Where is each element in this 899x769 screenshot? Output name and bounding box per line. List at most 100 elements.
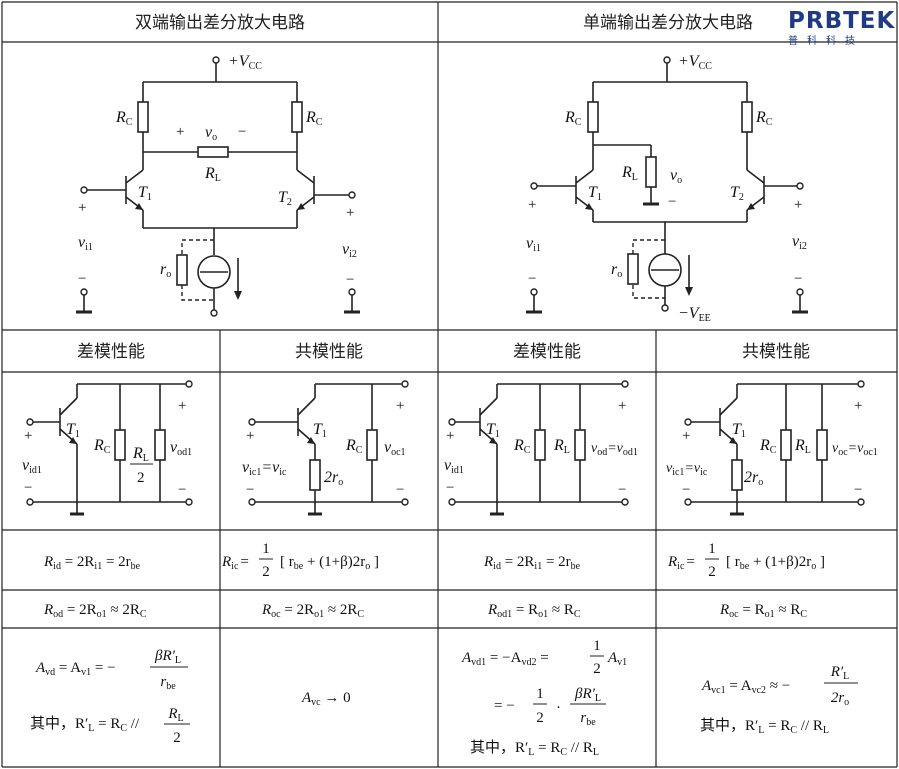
svg-text:R′L: R′L [830, 664, 850, 682]
t1-label: T1 [138, 184, 152, 203]
svg-text:= −: = − [494, 698, 515, 714]
svg-text:2: 2 [137, 470, 145, 486]
header-common-mode-a: 共模性能 [295, 342, 363, 362]
rc-left-label-b: RC [564, 109, 582, 128]
svg-text:Avd = Av1 = −: Avd = Av1 = − [35, 660, 116, 678]
vi1-terminal [80, 186, 88, 194]
vo-minus-b: − [668, 194, 676, 210]
header-double-ended: 双端输出差分放大电路 [135, 13, 305, 33]
rl-resistor-b [645, 156, 657, 188]
svg-text:RL: RL [794, 437, 811, 456]
svg-text:+: + [618, 398, 626, 414]
formula-avd-double: Avd = Av1 = − βR′L rbe 其中，R′L = RC // RL… [30, 648, 190, 746]
svg-text:vic1=vic: vic1=vic [666, 461, 708, 478]
t1-label-s1: T1 [66, 421, 80, 440]
circuit-common-mode-double: T1 + vic1=vic − 2ro RC voc1 + − [242, 380, 409, 516]
svg-text:T1: T1 [313, 421, 327, 440]
svg-text:RC: RC [93, 437, 111, 456]
vi1-minus-b: − [528, 271, 536, 287]
formula-ric-single: Ric= 1 2 [ rbe + (1+β)2ro ] [667, 541, 825, 580]
vee-terminal [661, 304, 669, 312]
t2-label-b: T2 [730, 184, 744, 203]
svg-text:2ro: 2ro [744, 469, 763, 488]
svg-text:−: − [24, 480, 32, 496]
svg-text:T1: T1 [732, 421, 746, 440]
rc-right-resistor-b [741, 101, 753, 133]
t2-label: T2 [278, 189, 292, 208]
svg-text:1: 1 [708, 541, 716, 557]
rc-right-resistor [291, 101, 303, 133]
svg-text:RL: RL [553, 437, 570, 456]
svg-text:voc=voc1: voc=voc1 [832, 441, 878, 458]
header-diff-mode-b: 差模性能 [513, 342, 581, 362]
vic1-label: vic1=vic [242, 459, 287, 478]
circuit-double-ended: +VCC RC RC + vo − RL T1 T2 [76, 53, 360, 317]
svg-text:[ rbe + (1+β)2ro ]: [ rbe + (1+β)2ro ] [726, 554, 825, 572]
svg-text:βR′L: βR′L [574, 686, 601, 704]
svg-text:2ro: 2ro [831, 690, 849, 708]
vi2-terminal-b [796, 182, 804, 190]
vo-plus: + [176, 124, 184, 140]
header-diff-mode-a: 差模性能 [77, 342, 145, 362]
svg-text:βR′L: βR′L [154, 648, 181, 666]
svg-text:+: + [178, 398, 186, 414]
vid1-label: vid1 [22, 457, 42, 476]
vi2-minus-b: − [794, 271, 802, 287]
formula-rid-single: Rid = 2Ri1 = 2rbe [483, 554, 581, 572]
rc-left-resistor-b [587, 101, 599, 133]
svg-text:+: + [24, 428, 32, 444]
ro-label-a: ro [160, 261, 171, 280]
header-single-ended: 单端输出差分放大电路 [583, 13, 753, 33]
svg-text:RC: RC [513, 437, 531, 456]
svg-text:1: 1 [262, 541, 270, 557]
circuit-common-mode-single: T1 + vic1=vic − 2ro RC RL voc=voc1 + − [666, 380, 878, 516]
svg-text:+: + [246, 428, 254, 444]
svg-text:·: · [556, 700, 561, 716]
formula-rod-double: Rod = 2Ro1 ≈ 2RC [43, 602, 147, 620]
svg-text:RC: RC [759, 437, 777, 456]
svg-text:rbe: rbe [580, 710, 596, 728]
svg-text:RC: RC [345, 437, 363, 456]
logo-main-text: PRBTEK [788, 8, 896, 34]
formula-avc-double: Avc → 0 [301, 690, 351, 708]
t1-emitter-arrow [135, 203, 143, 210]
ro-resistor-a [176, 254, 188, 286]
svg-text:−: − [178, 482, 186, 498]
vi1-plus: + [78, 200, 86, 216]
svg-text:rbe: rbe [160, 674, 176, 692]
vo-minus: − [238, 124, 246, 140]
vi1-terminal-b [530, 182, 538, 190]
rc-right-label: RC [305, 109, 323, 128]
svg-text:vid1: vid1 [444, 457, 464, 476]
formula-avd-single: Avd1 = −Avd2 = 1 2 Av1 = − 1 2 · βR′L rb… [461, 638, 627, 758]
svg-text:−: − [682, 482, 690, 498]
svg-text:−: − [246, 482, 254, 498]
svg-text:Ric=: Ric= [667, 554, 695, 572]
vi2-minus: − [346, 272, 354, 288]
svg-text:2: 2 [173, 730, 181, 746]
svg-text:−: − [854, 482, 862, 498]
vcc-label: +VCC [228, 53, 262, 72]
svg-text:1: 1 [536, 686, 544, 702]
formula-avc-single: Avc1 = Avc2 ≈ − R′L 2ro 其中，R′L = RC // R… [700, 664, 858, 736]
tail-terminal-a [210, 309, 218, 317]
svg-text:+: + [682, 428, 690, 444]
vi1-plus-b: + [528, 197, 536, 213]
svg-text:T1: T1 [486, 421, 500, 440]
circuit-single-ended: +VCC RC RC RL vo − T1 T2 [526, 53, 808, 324]
rl-label: RL [204, 165, 221, 184]
vo-label: vo [205, 124, 217, 143]
vcc-terminal-b [663, 56, 671, 64]
vi1-label-b: vi1 [526, 235, 541, 254]
svg-text:+: + [446, 428, 454, 444]
vi1-minus: − [78, 271, 86, 287]
rc-left-label: RC [115, 109, 133, 128]
svg-text:Av1: Av1 [607, 650, 627, 668]
svg-text:Avd1 = −Avd2 =: Avd1 = −Avd2 = [461, 650, 549, 668]
svg-text:其中，R′L = RC // RL: 其中，R′L = RC // RL [700, 717, 829, 736]
vi2-terminal [348, 191, 356, 199]
formula-roc-single: Roc = Ro1 ≈ RC [719, 602, 807, 620]
